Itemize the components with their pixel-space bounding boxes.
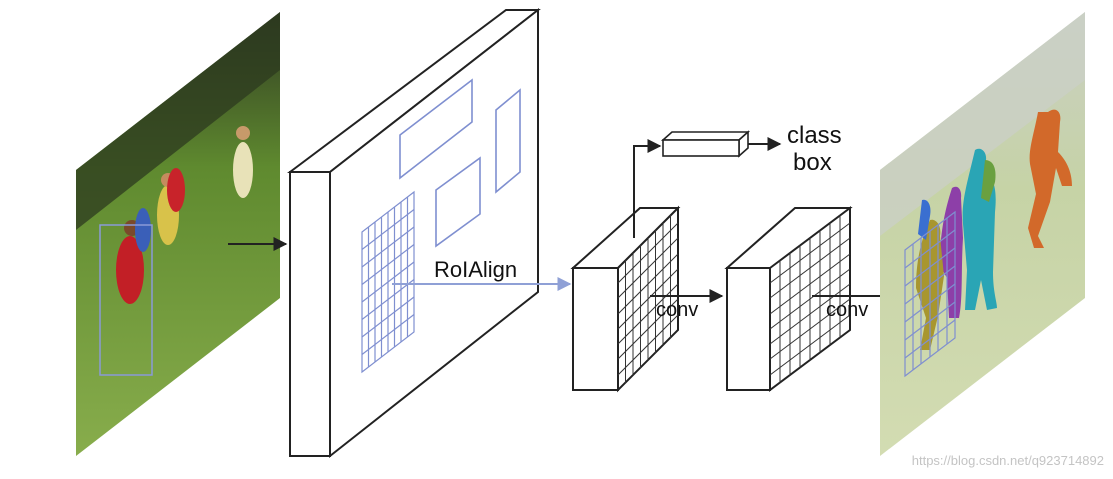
roialign-label: RoIAlign — [434, 257, 517, 282]
watermark-text: https://blog.csdn.net/q923714892 — [912, 453, 1104, 468]
detection-box — [99, 224, 153, 376]
conv-label-1: conv — [656, 299, 698, 321]
box-label: box — [793, 149, 832, 176]
conv-label-2: conv — [826, 299, 868, 321]
fc-head-block — [660, 130, 751, 158]
proposal-box — [435, 156, 481, 248]
class-label: class — [787, 122, 842, 149]
output-mask-image — [880, 12, 1085, 456]
feature-map-block — [287, 7, 541, 459]
player-figures — [116, 126, 253, 304]
head-branch-arrow — [633, 139, 662, 238]
proposal-box — [495, 88, 521, 194]
roi-feature-block-2 — [724, 206, 853, 392]
proposal-box — [399, 78, 473, 180]
input-image — [76, 12, 280, 456]
output-roi-grid — [904, 210, 956, 378]
roi-feature-block-1 — [570, 205, 681, 393]
roi-grid — [361, 190, 415, 374]
